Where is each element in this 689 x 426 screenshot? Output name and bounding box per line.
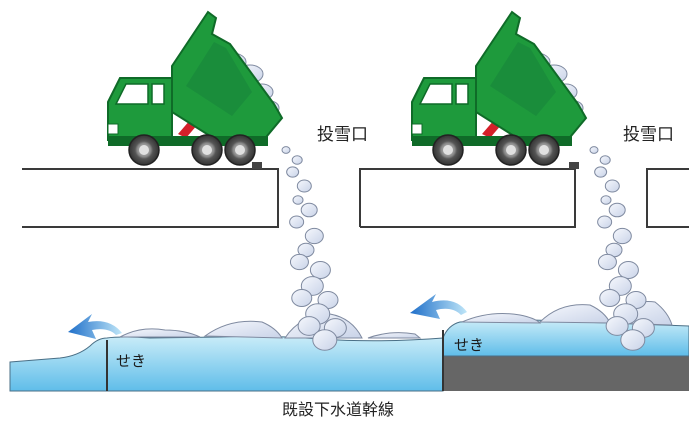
flow-arrow-icon bbox=[410, 294, 467, 319]
snow-chunk-icon bbox=[594, 166, 608, 178]
snow-chunk-icon bbox=[286, 166, 300, 178]
snow-chunk-icon bbox=[291, 155, 303, 165]
channel-floor bbox=[443, 356, 689, 391]
snow-chunk-icon bbox=[281, 146, 291, 154]
snow-chunk-icon bbox=[300, 202, 318, 218]
snow-chunk-icon bbox=[617, 261, 639, 279]
snow-chunk-icon bbox=[599, 289, 621, 307]
inlet-label-left: 投雪口 bbox=[317, 125, 368, 145]
weir-label-left: せき bbox=[116, 352, 147, 370]
snow-chunk-icon bbox=[599, 155, 611, 165]
snow-chunk-icon bbox=[589, 146, 599, 154]
flow-arrow-icon bbox=[68, 314, 122, 339]
sewer-main-caption: 既設下水道幹線 bbox=[282, 400, 395, 419]
dump-truck-icon bbox=[107, 10, 284, 166]
snow-chunk-icon bbox=[597, 253, 617, 271]
snow-chunk-icon bbox=[289, 215, 305, 229]
road-deck bbox=[22, 162, 689, 228]
snow-chunk-icon bbox=[289, 253, 309, 271]
snow-chunk-icon bbox=[291, 289, 313, 307]
snow-chunk-icon bbox=[292, 195, 304, 205]
snow-chunk-icon bbox=[608, 202, 626, 218]
snow-chunk-icon bbox=[597, 215, 613, 229]
snow-chunk-icon bbox=[297, 316, 321, 336]
dump-truck-icon bbox=[411, 11, 587, 166]
inlet-label-right: 投雪口 bbox=[623, 125, 674, 145]
snow-chunk-icon bbox=[604, 179, 620, 193]
floating-snow bbox=[119, 300, 673, 339]
snow-chunk-icon bbox=[605, 316, 629, 336]
weir-label-right: せき bbox=[454, 336, 485, 354]
snow-chunk-icon bbox=[312, 329, 338, 351]
snow-chunk-icon bbox=[612, 227, 632, 245]
snow-chunk-icon bbox=[296, 179, 312, 193]
snow-chunk-icon bbox=[600, 195, 612, 205]
water-left bbox=[9, 335, 444, 392]
snow-chunk-icon bbox=[620, 329, 646, 351]
snow-chunk-icon bbox=[281, 146, 655, 351]
snow-chunk-icon bbox=[309, 261, 331, 279]
snow-chunk-icon bbox=[304, 227, 324, 245]
